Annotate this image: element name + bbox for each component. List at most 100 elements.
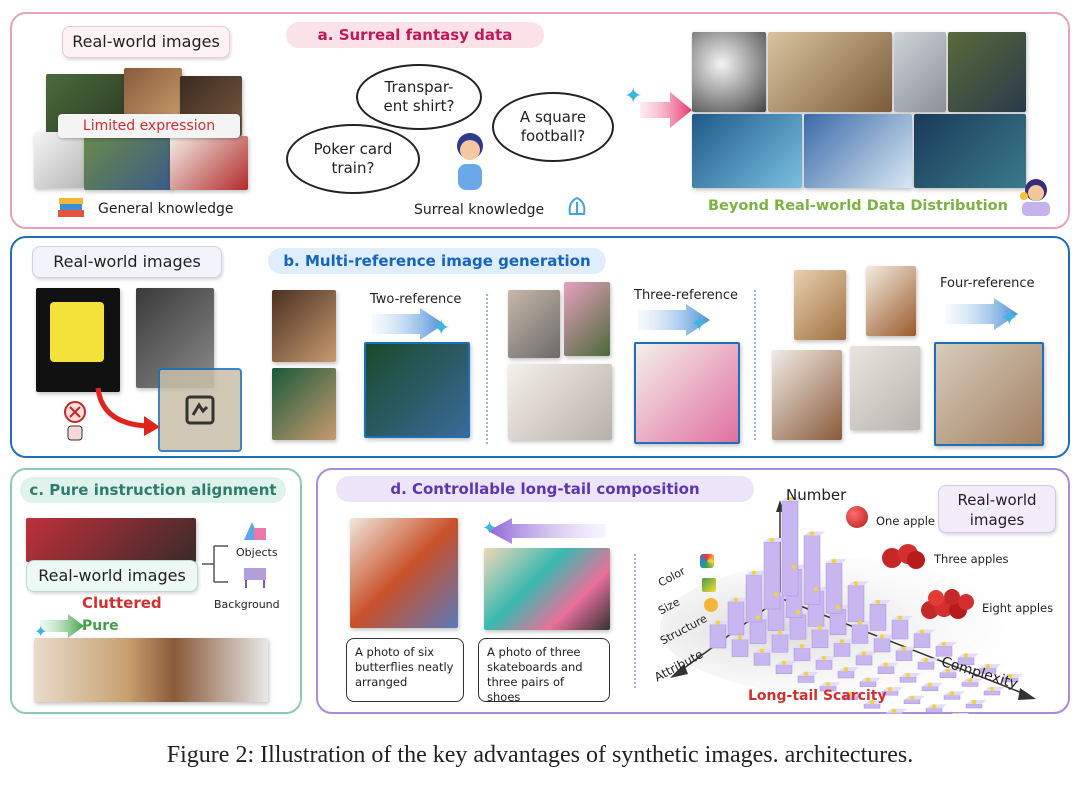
long-tail-dot [883, 662, 889, 667]
long-tail-bar [789, 614, 807, 640]
ref-face-2 [272, 368, 336, 440]
long-tail-dot [989, 686, 995, 692]
apple-three-icon [880, 542, 926, 570]
panel-c-real-world-label: Real-world images [26, 560, 198, 592]
long-tail-dot [897, 615, 903, 621]
long-tail-dot [861, 651, 867, 656]
long-tail-bar-top [870, 599, 891, 604]
photo-train [84, 136, 172, 190]
ref-face-1 [272, 290, 336, 362]
long-tail-bar [983, 690, 1001, 696]
panel-d-real-world-label: Real-world images [938, 485, 1056, 533]
long-tail-bar [763, 541, 781, 610]
sparkle-icon: ✦ [624, 84, 643, 109]
long-tail-bar [863, 703, 881, 709]
long-tail-bar-top [944, 691, 965, 696]
bubble-transparent-shirt: Transpar- ent shirt? [356, 64, 482, 130]
long-tail-dot [737, 635, 743, 640]
three-reference-label: Three-reference [634, 288, 738, 303]
one-apple-label: One apple [876, 514, 935, 528]
long-tail-dot [905, 672, 911, 678]
sparkle-icon-b3: ✦ [1000, 306, 1019, 331]
surreal-card-train [768, 32, 892, 112]
long-tail-bar [895, 650, 913, 661]
long-tail-dot [817, 625, 823, 630]
books-icon [56, 196, 86, 220]
ref-girl-umbrella [564, 282, 610, 356]
long-tail-dot [857, 620, 863, 625]
long-tail-dot [777, 630, 783, 635]
dotted-divider-2 [754, 290, 756, 440]
long-tail-dot [715, 620, 721, 625]
surreal-image-grid [692, 32, 1026, 188]
surreal-underwater-tree [692, 114, 802, 188]
long-tail-dot [985, 663, 991, 669]
figure-caption: Figure 2: Illustration of the key advant… [166, 742, 914, 768]
long-tail-bar-top [816, 656, 837, 661]
photo-cartoon-sponge [36, 288, 120, 392]
two-reference-label: Two-reference [370, 292, 462, 307]
long-tail-bar-top [782, 497, 803, 501]
blue-arrow-icon-3 [946, 298, 1020, 332]
attribute-axis-arrowhead [670, 664, 688, 678]
long-tail-bar [811, 629, 829, 649]
long-tail-dot [865, 677, 871, 682]
two-reference-result [364, 342, 470, 438]
long-tail-bar-top [980, 664, 1001, 669]
apple-one-icon [846, 506, 868, 528]
long-tail-bar-top [728, 597, 749, 602]
blue-arrow-icon-2 [638, 304, 712, 338]
ref-handbag [866, 266, 916, 336]
long-tail-bar [803, 535, 821, 605]
long-tail-bar-top [922, 682, 943, 687]
panel-a-real-world-label: Real-world images [62, 26, 230, 58]
long-tail-bar-top [892, 615, 913, 620]
long-tail-bar-top [820, 682, 841, 687]
long-tail-bar [731, 639, 749, 657]
long-tail-dot [853, 581, 859, 586]
photo-cluttered-crowd [26, 518, 196, 562]
red-curved-arrow-icon [92, 384, 162, 438]
bubble-text-2: A square football? [519, 108, 587, 145]
apple-eight-icon [920, 588, 976, 622]
panel-b-real-world-label: Real-world images [32, 246, 222, 278]
long-tail-dot [781, 660, 787, 666]
long-tail-bar-top [951, 713, 969, 714]
long-tail-bar-top [746, 570, 767, 575]
long-tail-dot [1007, 673, 1013, 679]
photo-pure-objects [34, 638, 268, 702]
long-tail-dot [847, 691, 853, 696]
long-tail-bar [797, 675, 815, 683]
long-tail-dot [931, 704, 937, 709]
long-tail-scarcity-label: Long-tail Scarcity [748, 688, 887, 704]
attribute-axis [675, 597, 781, 675]
long-tail-bar [873, 638, 891, 653]
objects-icon [240, 516, 270, 544]
long-tail-bar-top [1002, 674, 1023, 678]
long-tail-bar [709, 624, 727, 649]
complexity-axis-arrowhead [1018, 688, 1036, 700]
beyond-real-world-label: Beyond Real-world Data Distribution [708, 198, 1008, 214]
long-tail-bar [899, 676, 917, 683]
panel-d-title: d. Controllable long-tail composition [336, 476, 754, 502]
long-tail-bar-top [772, 630, 793, 635]
number-axis-label: Number [786, 486, 847, 504]
long-tail-bar [913, 633, 931, 648]
surreal-cloud-piano [804, 114, 912, 188]
long-tail-bar-top [842, 691, 863, 696]
long-tail-dot [923, 657, 929, 663]
bubble-poker-card-train: Poker card train? [286, 124, 420, 194]
long-tail-bar [775, 664, 793, 675]
long-tail-dot [875, 599, 881, 605]
long-tail-bar-top [918, 658, 939, 663]
bubble-text-3: Poker card train? [313, 140, 393, 177]
long-tail-dot [791, 564, 797, 570]
long-tail-bar [903, 699, 921, 705]
sparkle-icon-d: ✦ [482, 518, 498, 539]
scientist-icon [1016, 176, 1056, 218]
caption-skateboards: A photo of three skateboards and three p… [478, 638, 610, 704]
sparkle-icon-c: ✦ [34, 622, 48, 641]
long-tail-dot [787, 496, 793, 502]
long-tail-bar-top [864, 700, 885, 705]
long-tail-dot [971, 699, 977, 705]
